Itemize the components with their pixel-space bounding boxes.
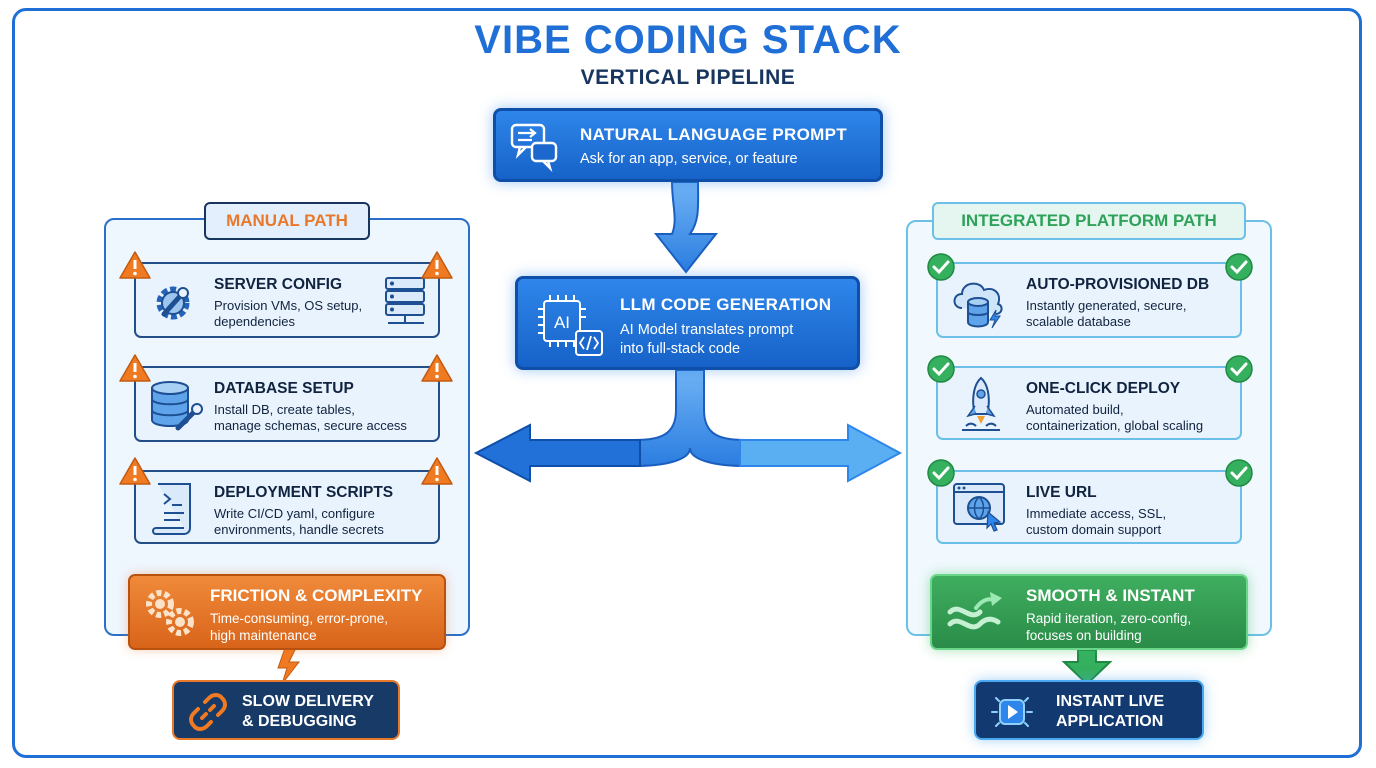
- friction-desc-line2: high maintenance: [210, 628, 317, 643]
- database-wrench-icon: [151, 381, 203, 431]
- auto-provisioned-db-card: AUTO-PROVISIONED DB Instantly generated,…: [936, 262, 1242, 338]
- prompt-box: NATURAL LANGUAGE PROMPT Ask for an app, …: [493, 108, 883, 182]
- instant-live-line2: APPLICATION: [1056, 713, 1164, 730]
- check-circle-icon: [927, 253, 955, 281]
- friction-complexity-box: FRICTION & COMPLEXITY Time-consuming, er…: [128, 574, 446, 650]
- script-scroll-icon: [152, 483, 191, 535]
- rocket-icon: [962, 376, 1000, 431]
- branch-arrow-left: [473, 423, 641, 483]
- auto-db-desc-line1: Instantly generated, secure,: [1026, 298, 1187, 313]
- ai-chip-label: AI: [554, 313, 570, 332]
- warning-icon: [421, 457, 453, 485]
- lightning-bolt-icon: [277, 647, 301, 685]
- llm-stem-connector: [634, 369, 746, 468]
- smooth-instant-box: SMOOTH & INSTANT Rapid iteration, zero-c…: [930, 574, 1248, 650]
- deployment-scripts-card: DEPLOYMENT SCRIPTS Write CI/CD yaml, con…: [134, 470, 440, 544]
- warning-icon: [421, 251, 453, 279]
- cloud-database-icon: [953, 282, 1003, 329]
- broken-link-icon: [189, 693, 227, 731]
- database-setup-desc-line2: manage schemas, secure access: [214, 418, 407, 433]
- deployment-scripts-desc-line1: Write CI/CD yaml, configure: [214, 506, 375, 521]
- warning-icon: [119, 251, 151, 279]
- auto-db-heading: AUTO-PROVISIONED DB: [1026, 276, 1210, 293]
- deploy-desc-line2: containerization, global scaling: [1026, 418, 1204, 433]
- llm-description-line1: AI Model translates prompt: [620, 322, 794, 338]
- play-icon: [991, 697, 1033, 727]
- instant-live-result: INSTANT LIVE APPLICATION: [974, 680, 1204, 740]
- database-setup-desc-line1: Install DB, create tables,: [214, 402, 355, 417]
- deployment-scripts-heading: DEPLOYMENT SCRIPTS: [214, 484, 394, 501]
- llm-heading: LLM CODE GENERATION: [620, 295, 832, 314]
- warning-icon: [119, 457, 151, 485]
- gear-wrench-icon: [156, 286, 190, 320]
- check-circle-icon: [1225, 459, 1253, 487]
- outer-frame: [12, 8, 1362, 758]
- server-config-heading: SERVER CONFIG: [214, 276, 343, 293]
- live-url-heading: LIVE URL: [1026, 484, 1097, 501]
- database-setup-card: DATABASE SETUP Install DB, create tables…: [134, 366, 440, 442]
- check-circle-icon: [1225, 253, 1253, 281]
- slow-delivery-line1: SLOW DELIVERY: [242, 693, 374, 710]
- smooth-desc-line1: Rapid iteration, zero-config,: [1026, 611, 1192, 626]
- check-circle-icon: [927, 459, 955, 487]
- prompt-to-llm-arrow: [653, 181, 719, 274]
- friction-desc-line1: Time-consuming, error-prone,: [210, 611, 389, 626]
- friction-heading: FRICTION & COMPLEXITY: [210, 586, 423, 605]
- chat-bubbles-icon: [510, 123, 558, 173]
- live-url-desc-line1: Immediate access, SSL,: [1026, 506, 1167, 521]
- one-click-deploy-card: ONE-CLICK DEPLOY Automated build, contai…: [936, 366, 1242, 440]
- live-url-desc-line2: custom domain support: [1026, 522, 1162, 537]
- database-setup-heading: DATABASE SETUP: [214, 380, 354, 397]
- server-config-desc-line2: dependencies: [214, 314, 295, 329]
- server-config-desc-line1: Provision VMs, OS setup,: [214, 298, 363, 313]
- waves-arrow-icon: [947, 592, 1002, 630]
- prompt-heading: NATURAL LANGUAGE PROMPT: [580, 125, 847, 144]
- llm-box: AI LLM CODE GENERATION AI Model translat…: [515, 276, 860, 370]
- instant-live-line1: INSTANT LIVE: [1056, 693, 1165, 710]
- warning-icon: [421, 354, 453, 382]
- live-url-card: LIVE URL Immediate access, SSL, custom d…: [936, 470, 1242, 544]
- branch-arrow-right: [739, 423, 903, 483]
- smooth-heading: SMOOTH & INSTANT: [1026, 586, 1195, 605]
- prompt-description: Ask for an app, service, or feature: [580, 151, 798, 167]
- manual-path-tab: MANUAL PATH: [204, 202, 370, 240]
- deployment-scripts-desc-line2: environments, handle secrets: [214, 522, 384, 537]
- platform-path-tab: INTEGRATED PLATFORM PATH: [932, 202, 1246, 240]
- check-circle-icon: [927, 355, 955, 383]
- smooth-desc-line2: focuses on building: [1026, 628, 1142, 643]
- check-circle-icon: [1225, 355, 1253, 383]
- auto-db-desc-line2: scalable database: [1026, 314, 1131, 329]
- warning-icon: [119, 354, 151, 382]
- diagram-title: VIBE CODING STACK: [474, 18, 902, 62]
- llm-description-line2: into full-stack code: [620, 341, 741, 357]
- deploy-heading: ONE-CLICK DEPLOY: [1026, 380, 1181, 397]
- slow-delivery-result: SLOW DELIVERY & DEBUGGING: [172, 680, 400, 740]
- slow-delivery-line2: & DEBUGGING: [242, 713, 357, 730]
- server-config-card: SERVER CONFIG Provision VMs, OS setup, d…: [134, 262, 440, 338]
- diagram-subtitle: VERTICAL PIPELINE: [580, 66, 796, 89]
- server-rack-icon: [385, 277, 425, 324]
- ai-chip-icon: AI: [538, 295, 603, 356]
- smooth-to-live-arrow: [1061, 649, 1113, 686]
- deploy-desc-line1: Automated build,: [1026, 402, 1124, 417]
- gears-icon: [146, 590, 194, 636]
- globe-browser-icon: [953, 483, 1005, 532]
